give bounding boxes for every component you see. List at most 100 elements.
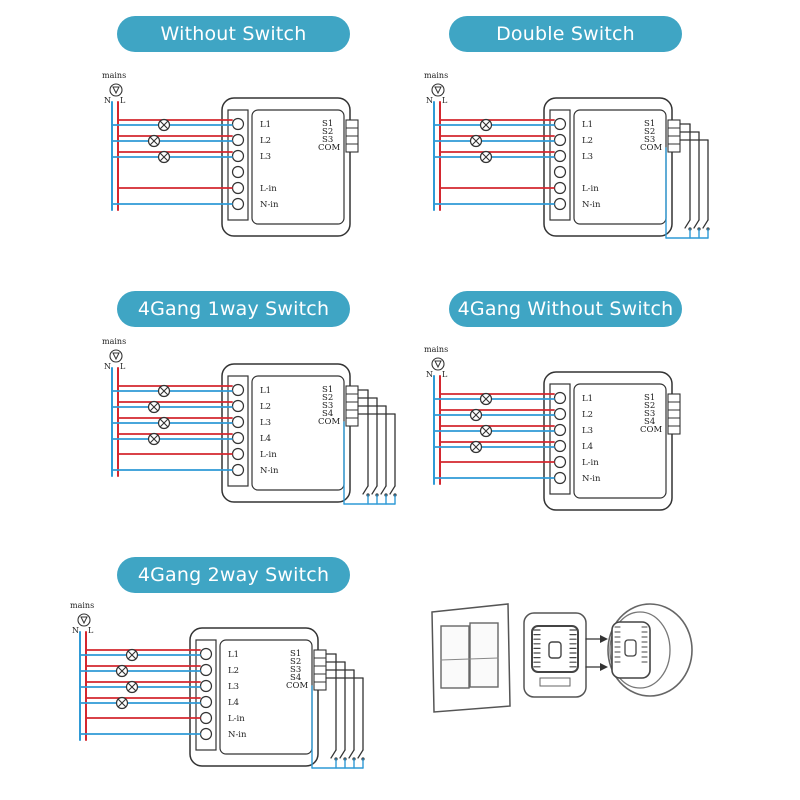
output-label: L1 bbox=[228, 650, 239, 660]
switch-contact bbox=[693, 219, 700, 229]
screw-terminal bbox=[231, 463, 245, 477]
screw-terminal bbox=[231, 117, 245, 131]
mains-label: mains bbox=[102, 71, 126, 80]
bulb-cross bbox=[159, 418, 169, 428]
bulb-cross bbox=[127, 650, 137, 660]
output-label: L1 bbox=[582, 120, 593, 130]
heading-without-switch: Without Switch bbox=[117, 16, 350, 52]
module-outline bbox=[543, 371, 673, 511]
screw-terminal bbox=[231, 383, 245, 397]
output-label: L3 bbox=[260, 418, 271, 428]
heading-4gang-2way: 4Gang 2way Switch bbox=[117, 557, 350, 593]
screw-terminal bbox=[231, 447, 245, 461]
wall-switch-icon bbox=[440, 622, 499, 689]
switch-terminal-label: S4 bbox=[290, 673, 301, 683]
switch-contact bbox=[371, 485, 378, 495]
output-label: L2 bbox=[260, 402, 271, 412]
switch-terminal-label: S1 bbox=[322, 385, 333, 395]
screw-terminal bbox=[231, 165, 245, 179]
mains-label: mains bbox=[424, 345, 448, 354]
com-label: COM bbox=[318, 143, 340, 153]
com-label: COM bbox=[640, 143, 662, 153]
bulb-icon bbox=[479, 392, 493, 406]
switch-terminal-label: S2 bbox=[322, 393, 333, 403]
module-face bbox=[573, 383, 667, 499]
output-label: L2 bbox=[582, 136, 593, 146]
output-label: L1 bbox=[260, 386, 271, 396]
bulb-icon bbox=[147, 432, 161, 446]
bulb-cross bbox=[127, 682, 137, 692]
mains-ring bbox=[431, 357, 445, 371]
arrow-head bbox=[600, 635, 608, 643]
live-letter: L bbox=[442, 96, 448, 105]
n-in-label: N-in bbox=[582, 200, 601, 210]
rocker-seam bbox=[440, 657, 499, 661]
mains-symbol bbox=[434, 86, 442, 95]
mains-plug-icon bbox=[109, 349, 123, 363]
screw-terminal bbox=[553, 117, 567, 131]
screw-terminal bbox=[199, 695, 213, 709]
screw-terminal bbox=[553, 133, 567, 147]
live-letter: L bbox=[120, 96, 126, 105]
screw-terminal bbox=[199, 711, 213, 725]
arrow-icon bbox=[585, 635, 608, 671]
live-letter: L bbox=[442, 370, 448, 379]
module-led bbox=[548, 641, 562, 659]
mains-symbol bbox=[112, 352, 120, 361]
screw-terminal bbox=[199, 647, 213, 661]
switch-terminal-block bbox=[313, 649, 327, 691]
output-label: L3 bbox=[228, 682, 239, 692]
install-illustration bbox=[431, 603, 693, 713]
com-label: COM bbox=[318, 417, 340, 427]
module-outline bbox=[221, 97, 351, 237]
neutral-letter: N bbox=[426, 370, 433, 379]
bulb-cross bbox=[149, 434, 159, 444]
l-in-label: L-in bbox=[582, 184, 599, 194]
mains-plug-icon bbox=[77, 613, 91, 627]
bulb-icon bbox=[147, 400, 161, 414]
l-in-label: L-in bbox=[260, 184, 277, 194]
switch-terminal-label: S1 bbox=[644, 393, 655, 403]
live-letter: L bbox=[120, 362, 126, 371]
switch-terminal-label: S4 bbox=[644, 417, 655, 427]
switch-terminal-label: S3 bbox=[644, 135, 655, 145]
bulb-cross bbox=[149, 402, 159, 412]
switch-contact bbox=[380, 485, 387, 495]
switch-terminal-label: S4 bbox=[322, 409, 333, 419]
screw-terminal bbox=[231, 197, 245, 211]
wall-box-icon bbox=[607, 603, 693, 697]
screw-terminal bbox=[553, 471, 567, 485]
screw-terminal bbox=[553, 423, 567, 437]
bulb-cross bbox=[481, 120, 491, 130]
bulb-cross bbox=[471, 136, 481, 146]
bulb-icon bbox=[157, 118, 171, 132]
mains-ring bbox=[109, 349, 123, 363]
screw-terminal bbox=[553, 391, 567, 405]
mains-symbol bbox=[434, 360, 442, 369]
switch-contact bbox=[348, 749, 355, 759]
screw-terminal bbox=[199, 663, 213, 677]
screw-terminal bbox=[553, 455, 567, 469]
screw-terminal bbox=[231, 149, 245, 163]
bulb-icon bbox=[125, 680, 139, 694]
switch-contact bbox=[684, 219, 691, 229]
live-letter: L bbox=[88, 626, 94, 635]
n-in-label: N-in bbox=[260, 466, 279, 476]
switch-terminal-block bbox=[667, 393, 681, 435]
mains-label: mains bbox=[424, 71, 448, 80]
neutral-letter: N bbox=[72, 626, 79, 635]
switch-terminal-label: S3 bbox=[644, 409, 655, 419]
screw-terminal bbox=[553, 149, 567, 163]
switch-terminal-label: S1 bbox=[290, 649, 301, 659]
neutral-letter: N bbox=[104, 96, 111, 105]
output-label: L4 bbox=[260, 434, 271, 444]
screw-terminal bbox=[553, 165, 567, 179]
switch-terminal-label: S3 bbox=[290, 665, 301, 675]
screw-terminal bbox=[553, 197, 567, 211]
switch-terminal-label: S3 bbox=[322, 135, 333, 145]
